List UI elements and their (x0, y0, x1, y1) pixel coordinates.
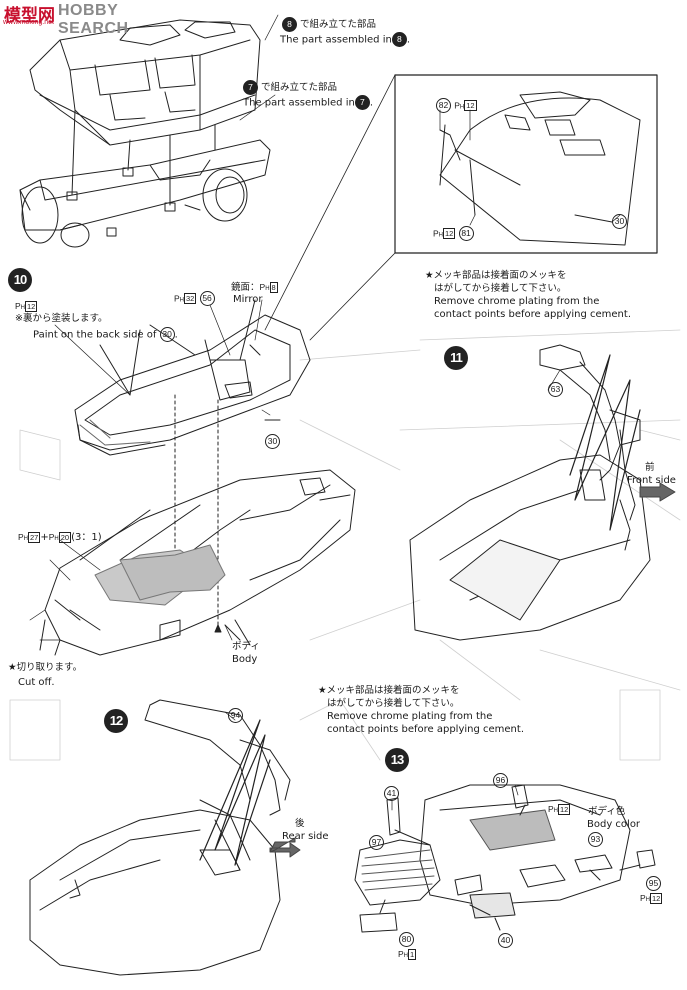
chrome-note1-jp1: ★メッキ部品は接着面のメッキを (425, 270, 567, 281)
front-side-en: Front side (627, 475, 676, 486)
part-96-label: 96 (493, 773, 508, 788)
step13-drawing (354, 784, 656, 933)
chrome-note2-jp1: ★メッキ部品は接着面のメッキを (318, 685, 460, 696)
ref-7-badge: 7 (243, 80, 258, 95)
step-12-number: 12 (104, 709, 128, 733)
callout-leaders (29, 14, 621, 811)
cut-note-jp: ★切り取ります。 (8, 662, 83, 673)
ref-7-badge-en: 7 (354, 95, 370, 110)
chrome-note1-en2: contact points before applying cement. (434, 309, 631, 320)
chrome-note1-en1: Remove chrome plating from the (434, 296, 600, 307)
part-94-label: 94 (228, 708, 243, 723)
part7-note-jp: 7 で組み立てた部品 (243, 80, 337, 95)
back-paint-note-jp: ※裏から塗装します。 (15, 313, 108, 324)
chrome-note2-en1: Remove chrome plating from the (327, 711, 493, 722)
chrome-note1-jp2: はがしてから接着して下さい。 (434, 283, 567, 294)
ref-8-badge-en: 8 (391, 32, 407, 47)
detail-box (394, 74, 658, 254)
back-paint-note-en: Paint on the back side of 30. (33, 327, 178, 342)
step-10-number: 10 (8, 268, 32, 292)
chrome-note2-en2: contact points before applying cement. (327, 724, 524, 735)
part-63-label: 63 (548, 382, 563, 397)
front-side-jp: 前 (645, 462, 655, 473)
body-color-jp: ボディ色 (588, 806, 626, 817)
watermark-chinese: 模型网 (4, 6, 55, 25)
ref-8-badge: 8 (282, 17, 297, 32)
rear-side-en: Rear side (282, 831, 329, 842)
mirror-en: Mirror (233, 294, 263, 305)
watermark-title: HOBBY SEARCH (58, 2, 129, 37)
body-color-en: Body color (587, 819, 641, 830)
background-ghost-lines (9, 329, 681, 761)
body-label-en: Body (232, 654, 258, 665)
part-80-label: 80 (399, 932, 414, 947)
watermark-url: www.moxing.net (3, 19, 54, 26)
part-41-label: 41 (384, 786, 399, 801)
part-93-label: 93 (588, 832, 603, 847)
rear-side-jp: 後 (295, 818, 305, 829)
body-label-jp: ボディ (232, 641, 260, 652)
step12-drawing (29, 699, 301, 976)
chrome-note2-jp2: はがしてから接着して下さい。 (327, 698, 460, 709)
part8-note-jp: 8 で組み立てた部品 (282, 17, 376, 32)
watermark-logo: 模型网 HOBBY SEARCH www.moxing.net (0, 0, 170, 37)
part-95-label: 95 (646, 876, 661, 891)
part-40-label: 40 (498, 933, 513, 948)
cut-note-en: Cut off. (18, 677, 55, 688)
step-13-number: 13 (385, 748, 409, 772)
step-11-number: 11 (444, 346, 468, 370)
interior-chassis-drawing (19, 19, 271, 248)
step11-drawing (409, 344, 676, 641)
step10-drawing (39, 299, 356, 656)
part-30-label-glass: 30 (265, 434, 280, 449)
part-30-label-box: 30 (612, 214, 627, 229)
part-97-label: 97 (369, 835, 384, 850)
